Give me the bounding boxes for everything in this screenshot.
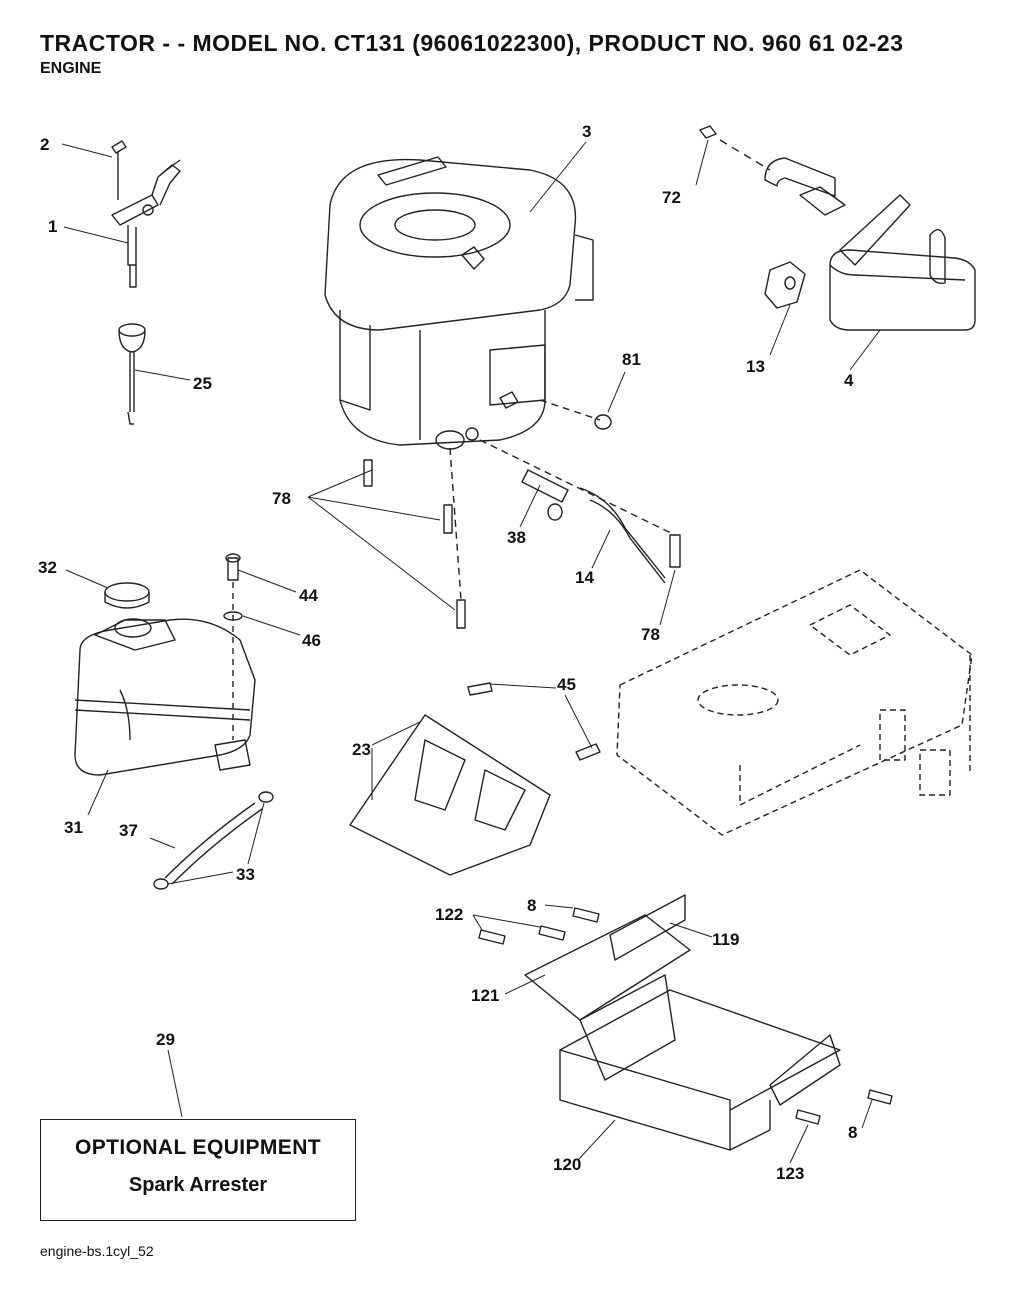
choke-knob <box>118 323 146 425</box>
callout-13: 13 <box>746 357 765 376</box>
callout-72: 72 <box>662 188 681 207</box>
callout-121: 121 <box>471 986 499 1005</box>
callout-37: 37 <box>119 821 138 840</box>
callout-38: 38 <box>507 528 526 547</box>
fuel-filter <box>521 469 666 584</box>
optional-equipment-box: OPTIONAL EQUIPMENT Spark Arrester <box>40 1119 356 1221</box>
engine-bolts <box>363 399 681 629</box>
callout-119: 119 <box>712 930 739 949</box>
page-subtitle: ENGINE <box>40 60 102 77</box>
callout-78-left: 78 <box>272 489 291 508</box>
optional-equipment-item: Spark Arrester <box>128 1174 268 1196</box>
fuel-tank <box>74 582 256 776</box>
callout-23: 23 <box>352 740 371 759</box>
drawing-code: engine-bs.1cyl_52 <box>40 1243 154 1259</box>
tank-hardware <box>223 553 243 740</box>
callout-45: 45 <box>557 675 576 694</box>
callout-46: 46 <box>302 631 321 650</box>
callout-33: 33 <box>236 865 255 884</box>
page-title: TRACTOR - - MODEL NO. CT131 (96061022300… <box>40 30 904 56</box>
leader-lines <box>61 139 881 1164</box>
bracket-assembly <box>478 894 893 1151</box>
callout-32: 32 <box>38 558 57 577</box>
callout-4: 4 <box>844 371 854 390</box>
callout-2: 2 <box>40 135 49 154</box>
heat-shield <box>349 682 601 876</box>
callout-25: 25 <box>193 374 212 393</box>
optional-equipment-heading: OPTIONAL EQUIPMENT <box>75 1136 321 1159</box>
engine-block <box>324 156 594 450</box>
callout-122: 122 <box>435 905 463 924</box>
callout-120: 120 <box>553 1155 581 1174</box>
callout-44: 44 <box>299 586 318 605</box>
callout-1: 1 <box>48 217 57 236</box>
callout-29: 29 <box>156 1030 175 1049</box>
callout-81: 81 <box>622 350 641 369</box>
chassis-frame <box>616 569 973 836</box>
callout-31: 31 <box>64 818 83 837</box>
callout-8-top: 8 <box>527 896 536 915</box>
throttle-control <box>111 140 181 288</box>
callout-78-right: 78 <box>641 625 660 644</box>
callout-8-bottom: 8 <box>848 1123 857 1142</box>
callout-3: 3 <box>582 122 591 141</box>
muffler-assembly <box>699 125 976 331</box>
fuel-line <box>153 791 274 890</box>
callout-14: 14 <box>575 568 594 587</box>
callout-123: 123 <box>776 1164 804 1183</box>
